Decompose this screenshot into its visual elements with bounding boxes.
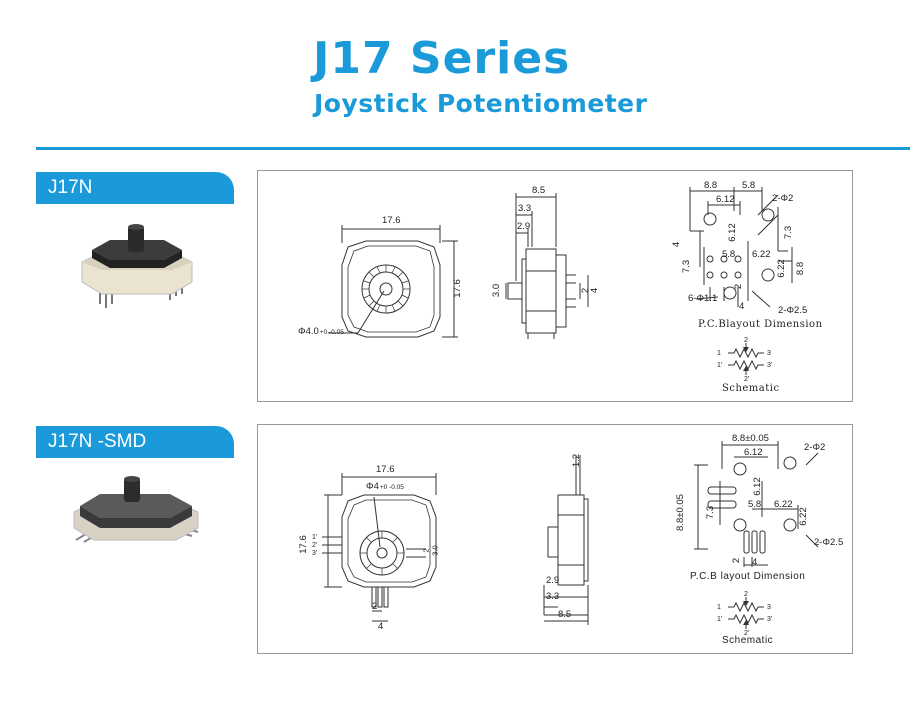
- pcb-layout-caption: P.C.Blayout Dimension: [698, 319, 823, 330]
- dim-label: Φ4+0 -0.05: [366, 481, 404, 492]
- dim-label: 7.3: [681, 259, 693, 274]
- dim-label: 8.5: [532, 185, 546, 196]
- dim-label: 2: [733, 283, 745, 290]
- schematic-pin: 1': [717, 362, 723, 369]
- schematic-caption: Schematic: [722, 383, 780, 394]
- dim-label: 2-Φ2.5: [778, 305, 808, 316]
- dim-label: 6.22: [797, 507, 809, 526]
- dim-label: 4: [671, 241, 683, 248]
- dim-label: 2-Φ2.5: [814, 537, 844, 548]
- dim-label: 1.2: [571, 453, 583, 468]
- dim-label: 17.6: [382, 215, 401, 226]
- dim-label: 17.6: [376, 464, 395, 475]
- dim-label: 3.0: [491, 283, 503, 298]
- dim-label: 8.8: [704, 180, 718, 191]
- dim-label: 17.6: [297, 535, 309, 554]
- dim-label: 17.6: [451, 279, 463, 298]
- dim-label: 8.8±0.05: [732, 433, 769, 444]
- drawing-panel-j17n: 17.6 17.6 Φ4.0+0 -0.05 8.5 3.3 2.9 3.0 2…: [257, 170, 853, 402]
- pin-label: 2': [312, 542, 318, 549]
- drawing-panel-j17n-smd: 17.6 Φ4+0 -0.05 17.6 1' 2' 3' 2 3.0 2 4 …: [257, 424, 853, 654]
- schematic-pin: 2': [744, 376, 750, 383]
- dim-label: 8.5: [558, 609, 572, 620]
- dim-label: 6.22: [774, 499, 793, 510]
- dim-label: 6.12: [726, 223, 738, 242]
- section-tab-j17n: J17N: [36, 172, 234, 204]
- schematic-caption: Schematic: [722, 635, 774, 646]
- dim-label: 6.22: [775, 259, 787, 278]
- schematic-pin: 2: [744, 337, 748, 344]
- product-photo-j17n: [81, 224, 193, 308]
- dim-label: Φ4.0+0 -0.05: [298, 326, 344, 337]
- dim-label: 5.8: [722, 249, 736, 260]
- dim-label: 7.3: [783, 225, 795, 240]
- pin-label: 3': [312, 550, 318, 557]
- dim-label: 6.12: [744, 447, 763, 458]
- dim-label: 4: [752, 557, 758, 568]
- dim-label: 3.0: [430, 545, 440, 556]
- schematic-pin: 1': [717, 616, 723, 623]
- header-divider: [36, 147, 910, 150]
- dim-label: 4: [739, 301, 745, 312]
- dim-label: 3.3: [518, 203, 532, 214]
- dim-label: 6.12: [751, 477, 763, 496]
- schematic-pin: 3': [767, 362, 773, 369]
- technical-drawing-j17n-smd: [322, 441, 819, 629]
- schematic-pin: 2': [744, 630, 750, 637]
- schematic-pin: 3': [767, 616, 773, 623]
- schematic-pin: 3: [767, 604, 771, 611]
- pin-label: 1': [312, 534, 318, 541]
- dim-label: 2-Φ2: [804, 442, 826, 453]
- dim-label: 6.22: [752, 249, 771, 260]
- dim-label: 2: [731, 557, 743, 564]
- dim-label: 3.3: [546, 591, 560, 602]
- dim-label: 2: [372, 601, 378, 612]
- dim-label: 5.8: [742, 180, 756, 191]
- page-subtitle: Joystick Potentiometer: [314, 89, 648, 118]
- dim-label: 6-Φ1.1: [688, 293, 718, 304]
- dim-label: 2.9: [546, 575, 560, 586]
- product-photo-j17n-smd: [73, 476, 199, 543]
- pcb-layout-caption: P.C.B layout Dimension: [690, 571, 806, 582]
- dim-label: 2-Φ2: [772, 193, 794, 204]
- schematic-pin: 1: [717, 604, 721, 611]
- dim-label: 8.8: [795, 261, 807, 276]
- schematic-pin: 2: [744, 591, 748, 598]
- dim-label: 5.8: [748, 499, 762, 510]
- dim-label: 4: [589, 287, 601, 294]
- dim-label: 2.9: [517, 221, 531, 232]
- technical-drawing-j17n: [328, 187, 793, 375]
- dim-label: 7.3: [705, 505, 717, 520]
- page-title: J17 Series: [313, 33, 571, 84]
- dim-label: 4: [378, 621, 384, 632]
- schematic-pin: 1: [717, 350, 721, 357]
- dim-label: 8.8±0.05: [674, 494, 686, 531]
- section-tab-j17n-smd: J17N -SMD: [36, 426, 234, 458]
- schematic-pin: 3: [767, 350, 771, 357]
- dim-label: 6.12: [716, 194, 735, 205]
